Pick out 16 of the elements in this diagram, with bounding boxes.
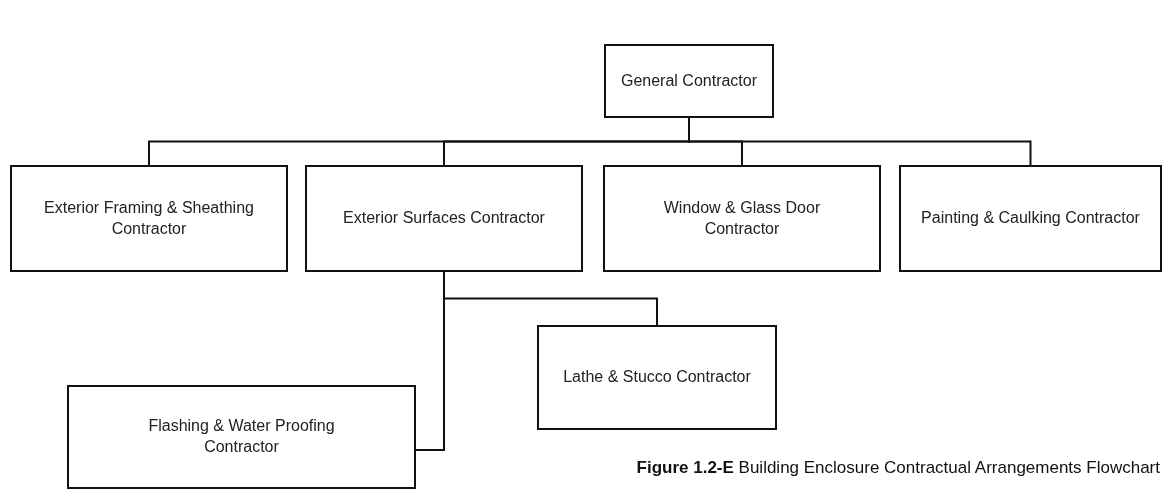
connector-line [415,271,445,451]
process-box [899,165,1162,272]
box-label: Window & Glass Door Contractor [662,197,822,239]
process-box [305,165,583,272]
box-label: Flashing & Water Proofing Contractor [147,416,336,457]
box-label: Exterior Surfaces Contractor [343,208,545,229]
box-label: Lathe & Stucco Contractor [563,367,751,388]
process-box [10,165,288,272]
box-label: Exterior Framing & Sheathing Contractor [43,197,255,239]
figure-caption: Figure 1.2-E Building Enclosure Contractual Arrangements Flowchart [635,458,1160,478]
process-box [604,44,774,118]
process-box [67,385,416,489]
box-label: General Contractor [620,70,758,91]
box-label: Painting & Caulking Contractor [921,208,1140,229]
process-box [603,165,881,272]
process-box [537,325,777,430]
